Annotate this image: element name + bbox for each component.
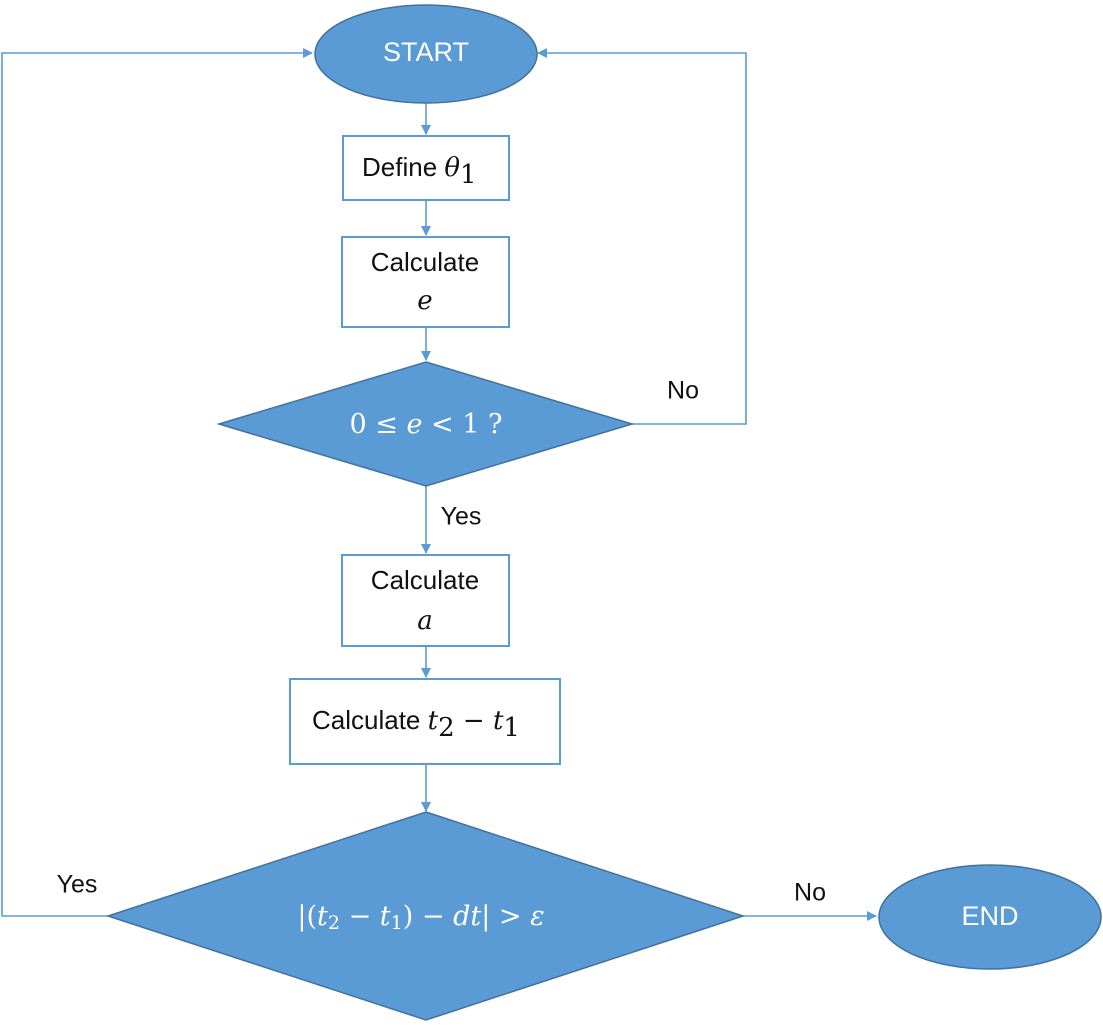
end-node: END [878,864,1102,970]
calc-a-node: Calculate a [341,554,510,647]
connectors [1,48,877,921]
decision-t-eps: ε [530,901,545,932]
edge-label-e-yes: Yes [441,503,482,531]
calc-e-line2: e [417,286,432,316]
define-theta-node: Define θ1 [342,135,510,201]
calc-t-minus: − [455,706,493,736]
theta-subscript: 1 [460,160,477,190]
calc-e-line1: Calculate [371,247,479,277]
define-text: Define [362,152,444,182]
calc-t-label: Calculate t2 − t1 [312,705,520,743]
decision-e-diamond [216,361,635,487]
edge-label-e-no: No [667,377,699,405]
calc-a-line2: a [417,606,433,636]
end-label: END [961,901,1018,931]
edge-label-t-no: No [794,879,826,907]
calc-t-prefix: Calculate [312,705,428,735]
decision-t-t2: t [317,901,328,932]
start-label: START [383,37,469,67]
decision-e-rest: < 1 ? [422,409,502,440]
calc-e-box [341,236,510,328]
edge-label-t-yes: Yes [57,871,98,899]
decision-t-diamond [105,811,746,1021]
decision-t-minus: − [340,901,380,932]
define-theta-box [342,135,510,201]
calc-t-t2: t [428,706,439,736]
define-theta-label: Define θ1 [362,152,477,190]
decision-t-label: |(t2 − t1) − dt| > ε [297,901,544,935]
decision-t-open: |( [297,901,317,932]
decision-t-t2-sub: 2 [328,912,340,934]
calc-t-box [289,678,561,765]
calc-t-t1-sub: 1 [503,713,520,743]
decision-t-t1-sub: 1 [391,912,403,934]
calc-t-node: Calculate t2 − t1 [289,678,561,765]
decision-e-zero: 0 ≤ [350,409,407,440]
connector-decision-t-yes-loop [1,48,313,917]
connector-decision-e-no-loop [537,48,747,425]
end-ellipse [878,864,1102,970]
calc-a-box [341,554,510,647]
decision-t-close: ) − [403,901,453,932]
decision-e-var: e [406,409,422,440]
start-node: START [314,4,538,104]
calc-a-line1: Calculate [371,565,479,595]
decision-t-dt: dt [453,901,481,932]
decision-t-t1: t [380,901,391,932]
calc-e-node: Calculate e [341,236,510,328]
decision-e-label: 0 ≤ e < 1 ? [350,409,503,440]
decision-t-node: |(t2 − t1) − dt| > ε [105,811,746,1021]
calc-t-t2-sub: 2 [438,713,455,743]
theta-symbol: θ [444,153,460,183]
decision-e-node: 0 ≤ e < 1 ? [216,361,635,487]
start-ellipse [314,4,538,104]
calc-t-t1: t [493,706,504,736]
decision-t-gt: | > [481,901,530,932]
